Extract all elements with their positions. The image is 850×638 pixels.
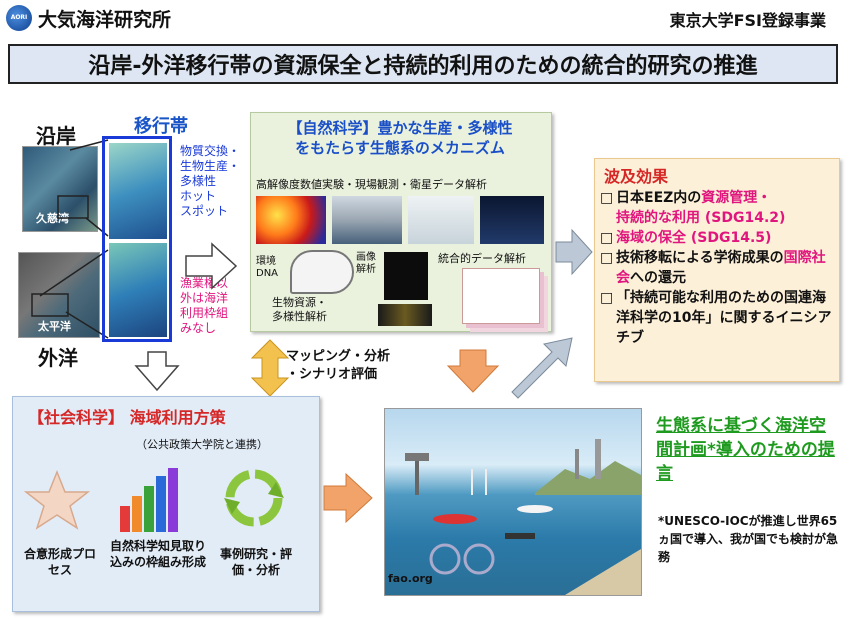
- arrow-right-1: [185, 242, 238, 290]
- impact-item: □ 「持続可能な利用のための国連海洋科学の10年」に関するイニシアチブ: [600, 288, 836, 348]
- dna-image: [290, 250, 354, 294]
- proposal-text: 生態系に基づく海洋空間計画*導入のための提言: [656, 416, 835, 484]
- fishery-line: 外は海洋: [180, 291, 229, 305]
- natural-title-line2: をもたらす生態系のメカニズム: [295, 139, 505, 157]
- unesco-note: *UNESCO-IOCが推進し世界65ヵ国で導入、我が国でも検討が急務: [658, 514, 839, 564]
- bio-line2: 多様性解析: [272, 310, 327, 323]
- main-title: 沿岸-外洋移行帯の資源保全と持続的利用のための統合的研究の推進: [8, 44, 838, 84]
- impact-title: 波及効果: [604, 167, 669, 186]
- checkbox-icon: □: [600, 290, 614, 306]
- checkbox-icon: □: [600, 190, 614, 206]
- pacific-label: 太平洋: [38, 320, 71, 333]
- bio-analysis-label: 生物資源・ 多様性解析: [272, 296, 327, 324]
- dna-line1: 環境: [256, 256, 276, 267]
- glider-image: [408, 196, 474, 244]
- arrow-down-orange: [446, 349, 500, 393]
- impact-text: 日本EEZ内の資源管理・持続的な利用 (SDG14.2): [616, 190, 786, 226]
- specimen-image: [378, 304, 432, 326]
- fishery-line: 利用枠組: [180, 306, 229, 320]
- mapping-label: マッピング・分析 ・シナリオ評価: [286, 348, 390, 384]
- social-science-sub: （公共政策大学院と連携）: [136, 438, 268, 451]
- checkbox-icon: □: [600, 230, 614, 246]
- transition-zone-frame: [102, 136, 172, 342]
- impact-item: □ 技術移転による学術成果の国際社会への還元: [600, 248, 836, 288]
- impact-text: 技術移転による学術成果の国際社会への還元: [616, 250, 826, 286]
- feature-line: 物質交換・: [180, 144, 241, 158]
- feature-line: ホット: [180, 189, 217, 203]
- mapping-line1: マッピング・分析: [286, 349, 391, 364]
- fao-source: fao.org: [388, 572, 433, 585]
- satellite-device-image: [480, 196, 544, 244]
- mapping-line2: ・シナリオ評価: [286, 367, 378, 382]
- fsi-label: 東京大学FSI登録事業: [669, 11, 826, 30]
- marine-spatial-planning-illustration: [384, 408, 642, 596]
- data-chart-stack: [462, 268, 540, 324]
- bio-line1: 生物資源・: [272, 296, 327, 309]
- cycle-icon: [220, 464, 288, 532]
- fishery-note: 漁業権以 外は海洋 利用枠組 みなし: [180, 276, 228, 336]
- integrated-analysis-label: 統合的データ解析: [438, 252, 526, 265]
- impact-panel: [594, 158, 840, 382]
- social-science-title: 【社会科学】 海域利用方策: [28, 408, 226, 427]
- impact-text: 海域の保全 (SDG14.5): [616, 230, 772, 246]
- arrow-updown-yellow: [250, 339, 290, 397]
- image-line1: 画像: [356, 252, 376, 263]
- ocean-label: 外洋: [38, 346, 78, 370]
- simulation-image: [256, 196, 326, 244]
- image-analysis-label: 画像 解析: [356, 252, 376, 276]
- plankton-image: [384, 252, 428, 300]
- feature-line: スポット: [180, 204, 229, 218]
- ship-image: [332, 196, 402, 244]
- transition-features: 物質交換・ 生物生産・ 多様性 ホット スポット: [180, 144, 240, 219]
- fishery-line: みなし: [180, 321, 217, 335]
- impact-item: □ 日本EEZ内の資源管理・持続的な利用 (SDG14.2): [600, 188, 836, 228]
- arrow-diag-up: [511, 337, 573, 399]
- transition-title: 移行帯: [134, 116, 188, 137]
- aori-logo: AORI: [6, 5, 32, 31]
- bar-chart-icon: [118, 466, 180, 534]
- dna-line2: DNA: [256, 268, 279, 279]
- consensus-icon: [23, 469, 91, 530]
- scene-shapes: [405, 439, 641, 595]
- natural-title-line1: 【自然科学】豊かな生産・多様性: [287, 119, 513, 137]
- impact-list: □ 日本EEZ内の資源管理・持続的な利用 (SDG14.2) □ 海域の保全 (…: [600, 188, 836, 348]
- dna-label: 環境 DNA: [256, 256, 278, 280]
- arrow-right-orange: [323, 472, 373, 524]
- feature-line: 生物生産・: [180, 159, 241, 173]
- natural-science-title: 【自然科学】豊かな生産・多様性 をもたらす生態系のメカニズム: [250, 118, 550, 158]
- case-study-label: 事例研究・評価・分析: [219, 547, 292, 577]
- feature-line: 多様性: [180, 174, 217, 188]
- arrow-down-left: [134, 351, 180, 392]
- methods-label: 高解像度数値実験・現場観測・衛星データ解析: [256, 178, 487, 191]
- transition-image-lower: [109, 243, 167, 337]
- impact-text: 「持続可能な利用のための国連海洋科学の10年」に関するイニシアチブ: [616, 290, 832, 346]
- framework-label: 自然科学知見取り込みの枠組み形成: [109, 539, 206, 569]
- consensus-label: 合意形成プロセス: [23, 547, 96, 577]
- image-line2: 解析: [356, 264, 376, 275]
- checkbox-icon: □: [600, 250, 614, 266]
- arrow-right-2: [555, 228, 593, 276]
- impact-item: □ 海域の保全 (SDG14.5): [600, 228, 836, 248]
- main-title-text: 沿岸-外洋移行帯の資源保全と持続的利用のための統合的研究の推進: [88, 54, 758, 79]
- bay-label: 久慈湾: [36, 212, 69, 225]
- coast-label: 沿岸: [36, 124, 76, 148]
- transition-image-upper: [109, 143, 167, 239]
- org-name: 大気海洋研究所: [38, 9, 172, 31]
